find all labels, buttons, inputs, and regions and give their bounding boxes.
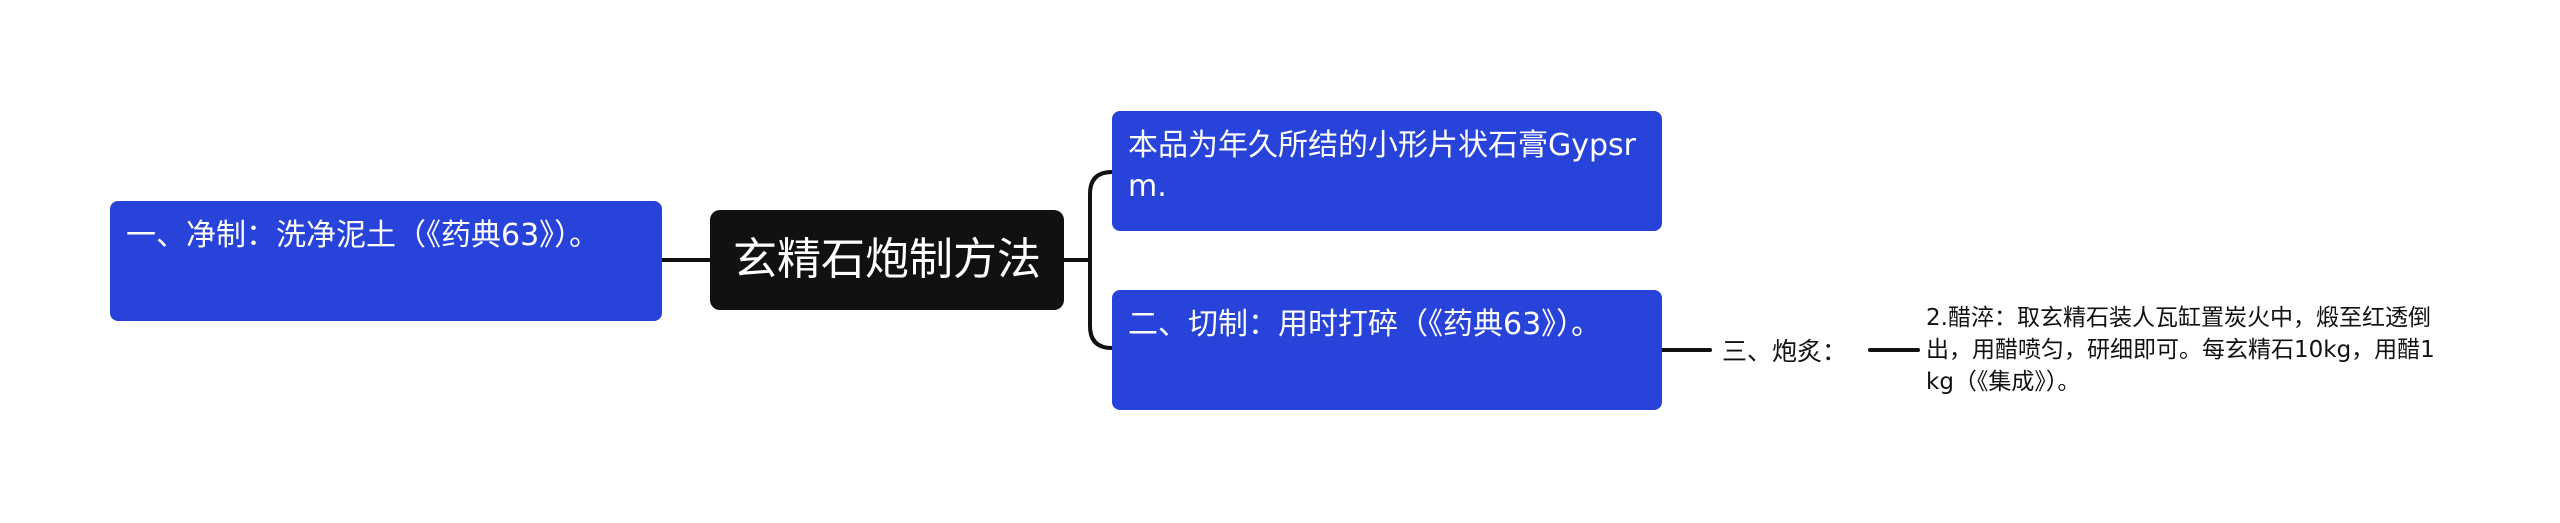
topic-cut-step[interactable]: 二、切制：用时打碎（《药典63》）。 (1112, 290, 1662, 410)
topic-material-description[interactable]: 本品为年久所结的小形片状石膏Gypsrm. (1112, 111, 1662, 231)
root-topic-label: 玄精石炮制方法 (733, 234, 1041, 285)
connector-right-branch-bottom (1088, 258, 1114, 350)
connector-right-branch-top (1088, 170, 1114, 262)
topic-cut-step-label: 二、切制：用时打碎（《药典63》）。 (1128, 307, 1602, 342)
root-topic[interactable]: 玄精石炮制方法 (710, 210, 1064, 310)
topic-process-step[interactable]: 三、炮炙： (1722, 332, 1862, 372)
topic-process-step-label: 三、炮炙： (1722, 337, 1848, 366)
topic-material-description-label: 本品为年久所结的小形片状石膏Gypsrm. (1128, 128, 1637, 205)
topic-clean-step-label: 一、净制：洗净泥土（《药典63》）。 (126, 218, 600, 253)
topic-vinegar-quench-detail-label: 2.醋淬：取玄精石装人瓦缸置炭火中，煅至红透倒出，用醋喷匀，研细即可。每玄精石1… (1926, 305, 2435, 396)
topic-vinegar-quench-detail[interactable]: 2.醋淬：取玄精石装人瓦缸置炭火中，煅至红透倒出，用醋喷匀，研细即可。每玄精石1… (1926, 302, 2446, 406)
topic-clean-step[interactable]: 一、净制：洗净泥土（《药典63》）。 (110, 201, 662, 321)
